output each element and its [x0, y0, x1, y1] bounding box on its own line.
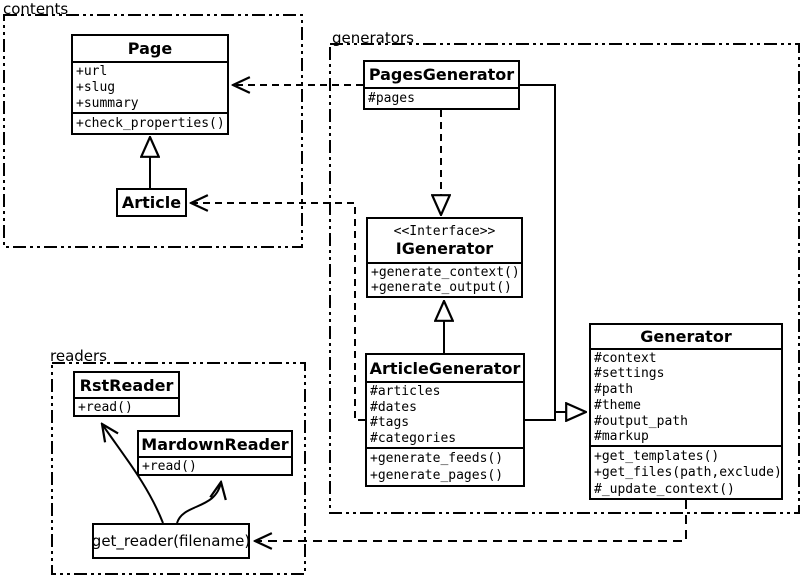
method: +get_templates() — [594, 448, 720, 464]
class-mardownreader-methods: +read() — [139, 456, 291, 474]
class-igenerator: <<Interface>> IGenerator +generate_conte… — [366, 217, 523, 298]
edge-pagesgenerator-inherits-generator — [520, 84, 586, 412]
class-generator-name: Generator — [640, 327, 732, 346]
package-contents-border — [3, 14, 303, 248]
attribute: #tags — [370, 415, 410, 431]
class-generator-attributes: #context #settings #path #theme #output_… — [591, 348, 781, 445]
attribute: #dates — [370, 399, 417, 415]
attribute: #articles — [370, 383, 441, 399]
class-generator: Generator #context #settings #path #them… — [589, 323, 783, 500]
class-articlegenerator-methods: +generate_feeds() +generate_pages() — [367, 447, 523, 485]
class-article-name: Article — [121, 193, 182, 212]
edge-getreader-to-rstreader — [102, 424, 164, 524]
edge-getreader-to-mardownreader — [176, 482, 221, 524]
class-rstreader-methods: +read() — [75, 397, 178, 415]
class-page: Page +url +slug +summary +check_properti… — [71, 34, 229, 135]
attribute: #context — [594, 350, 657, 366]
edge-generator-uses-getreader — [255, 500, 687, 541]
method: #_update_context() — [594, 481, 735, 497]
package-label-readers: readers — [50, 347, 107, 365]
method: +get_files(path,exclude) — [594, 465, 781, 480]
attribute: #path — [594, 382, 634, 398]
class-rstreader: RstReader +read() — [73, 371, 180, 417]
edge-articlegenerator-inherits-generator — [525, 410, 556, 421]
class-pagesgenerator: PagesGenerator #pages — [363, 60, 520, 110]
attribute: #markup — [594, 429, 649, 445]
class-articlegenerator-name: ArticleGenerator — [369, 358, 521, 378]
attribute: #categories — [370, 431, 457, 447]
method: +generate_output() — [371, 280, 512, 296]
class-igenerator-stereotype: <<Interface>> — [393, 223, 496, 239]
method: +generate_pages() — [370, 468, 504, 483]
package-label-contents: contents — [3, 0, 69, 18]
class-page-name: Page — [127, 39, 173, 58]
class-rstreader-name: RstReader — [79, 375, 174, 395]
method: +generate_context() — [371, 264, 520, 280]
class-articlegenerator-attributes: #articles #dates #tags #categories — [367, 381, 523, 447]
class-page-attributes: +url +slug +summary — [73, 61, 227, 112]
method: +read() — [142, 458, 197, 474]
class-page-methods: +check_properties() — [73, 112, 227, 133]
method: +read() — [78, 399, 133, 415]
class-igenerator-name: IGenerator — [395, 238, 494, 258]
class-articlegenerator: ArticleGenerator #articles #dates #tags … — [365, 353, 525, 487]
class-igenerator-methods: +generate_context() +generate_output() — [368, 262, 521, 296]
class-article: Article — [116, 188, 187, 217]
class-generator-methods: +get_templates() +get_files(path,exclude… — [591, 445, 781, 498]
edge-articlegenerator-uses-article — [191, 203, 365, 421]
class-igenerator-header: <<Interface>> IGenerator — [368, 219, 521, 262]
class-mardownreader-name: MardownReader — [141, 434, 289, 454]
method: +generate_feeds() — [370, 451, 504, 466]
method: +check_properties() — [76, 116, 225, 131]
attribute: #theme — [594, 397, 641, 413]
attribute: +summary — [76, 96, 139, 111]
package-generators-border — [329, 43, 800, 514]
attribute: +slug — [76, 80, 116, 95]
package-readers-border — [51, 362, 306, 575]
class-pagesgenerator-name: PagesGenerator — [368, 65, 515, 84]
package-label-generators: generators — [332, 29, 414, 47]
class-pagesgenerator-attributes: #pages — [365, 87, 518, 108]
attribute: +url — [76, 64, 108, 79]
class-mardownreader: MardownReader +read() — [137, 430, 293, 476]
attribute: #pages — [368, 91, 415, 106]
function-get-reader: get_reader(filename) — [92, 523, 250, 559]
attribute: #settings — [594, 366, 665, 382]
attribute: #output_path — [594, 413, 688, 429]
